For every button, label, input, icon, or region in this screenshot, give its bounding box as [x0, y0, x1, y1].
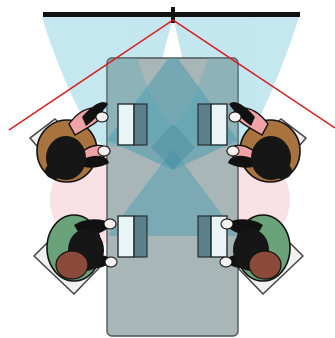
participant-bottom-left — [33, 214, 118, 295]
camera-mount-icon — [43, 7, 300, 23]
hand-right — [97, 145, 111, 157]
laptop-keyboard — [133, 103, 148, 146]
hair-bun — [272, 163, 292, 179]
left-sightline — [8, 19, 174, 131]
laptop-bottom-left — [117, 215, 148, 258]
projection-lower-diamond — [107, 149, 238, 236]
hair-bun — [45, 163, 65, 179]
right-sightline — [172, 19, 335, 129]
head — [55, 250, 89, 280]
hand-left — [95, 111, 109, 123]
participant-top-left — [29, 102, 111, 183]
laptop-top-right — [197, 103, 228, 146]
arm-lower — [82, 102, 108, 126]
projection-center-overlap — [151, 124, 195, 170]
hand-left — [103, 218, 117, 230]
participant-bottom-right — [219, 214, 304, 295]
arm-upper — [81, 155, 109, 168]
laptop-screen — [210, 103, 228, 146]
hand-right — [226, 145, 240, 157]
laptop-screen — [117, 103, 135, 146]
laptop-screen — [117, 215, 135, 258]
laptop-top-left — [117, 103, 148, 146]
hand-right — [104, 256, 118, 268]
camera-body — [171, 7, 175, 23]
hand-left — [220, 218, 234, 230]
hand-left — [228, 111, 242, 123]
laptop-keyboard — [197, 103, 212, 146]
hand-right — [219, 256, 233, 268]
laptop-keyboard — [197, 215, 212, 258]
participant-top-right — [226, 102, 307, 183]
laptop-keyboard — [133, 215, 148, 258]
head — [248, 250, 282, 280]
arm-lower — [229, 102, 255, 126]
arm-upper — [228, 155, 256, 168]
